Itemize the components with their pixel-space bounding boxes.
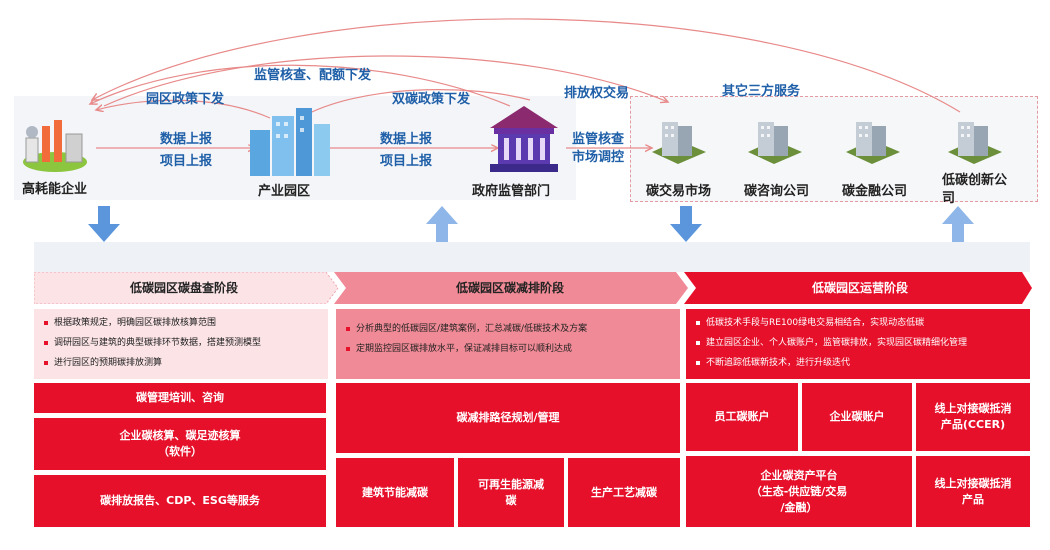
- service-carbon-training: 碳管理培训、咨询: [34, 383, 326, 413]
- service-enterprise-account: 企业碳账户: [802, 383, 912, 451]
- flow-supervise-quota: 监管核查、配额下发: [254, 68, 372, 83]
- stage-2-item: 分析典型的低碳园区/建筑案例，汇总减碳/低碳技术及方案: [346, 319, 680, 339]
- flow-project-report-2: 项目上报: [380, 154, 433, 169]
- finance-building-icon: [846, 122, 900, 164]
- stage-3-item: 低碳技术手段与RE100绿电交易相结合，实现动态低碳: [696, 313, 1030, 333]
- node-finance: 碳金融公司: [842, 184, 908, 199]
- arrow-up-icon: [426, 206, 458, 242]
- stage-1-item: 进行园区的预期碳排放测算: [44, 353, 328, 373]
- stage-1-item: 调研园区与建筑的典型碳排环节数据，搭建预测模型: [44, 333, 328, 353]
- service-carbon-report: 碳排放报告、CDP、ESG等服务: [34, 475, 326, 527]
- arrow-up-icon: [942, 206, 974, 242]
- arrow-down-icon: [670, 206, 702, 242]
- service-process-reduction: 生产工艺减碳: [568, 458, 680, 527]
- service-offset-products: 线上对接碳抵消 产品: [916, 456, 1030, 527]
- node-innovation: 低碳创新公司: [942, 173, 1008, 206]
- service-carbon-accounting: 企业碳核算、碳足迹核算 （软件）: [34, 418, 326, 470]
- service-online-ccer: 线上对接碳抵消 产品(CCER): [916, 383, 1030, 451]
- factory-icon: [23, 120, 87, 172]
- flow-project-report-1: 项目上报: [160, 154, 213, 169]
- arc-enterprise-to-exchange: [103, 55, 668, 107]
- flow-supervise-check: 监管核查: [572, 132, 625, 147]
- government-icon: [490, 106, 558, 172]
- node-consulting: 碳咨询公司: [744, 184, 810, 199]
- flow-arrows: [0, 18, 961, 200]
- flow-dual-carbon-policy: 双碳政策下发: [392, 92, 471, 107]
- buildings-icon: [250, 108, 330, 176]
- stage-2-body: 分析典型的低碳园区/建筑案例，汇总减碳/低碳技术及方案 定期监控园区碳排放水平，…: [336, 309, 680, 379]
- node-park: 产业园区: [258, 184, 311, 199]
- service-building-saving: 建筑节能减碳: [336, 458, 454, 527]
- stage-1-body: 根据政策规定，明确园区碳排放核算范围 调研园区与建筑的典型碳排环节数据，搭建预测…: [34, 309, 328, 379]
- service-renewable: 可再生能源减 碳: [458, 458, 564, 527]
- flow-market-control: 市场调控: [572, 150, 625, 165]
- service-employee-account: 员工碳账户: [686, 383, 798, 451]
- stage-3-item: 不断追踪低碳新技术，进行升级迭代: [696, 353, 1030, 373]
- stage-1-title: 低碳园区碳盘查阶段: [129, 281, 238, 295]
- stage-chevrons: [34, 272, 1032, 304]
- stage-header-bar: [34, 242, 1030, 272]
- consulting-building-icon: [748, 122, 802, 164]
- stage-2-item: 定期监控园区碳排放水平，保证减排目标可以顺利达成: [346, 339, 680, 359]
- node-government: 政府监管部门: [472, 184, 551, 199]
- arc-gov-to-enterprise-quota: [90, 64, 511, 107]
- arc-gov-to-park: [300, 89, 531, 118]
- arc-innovation-to-enterprise: [92, 18, 961, 113]
- flow-data-report-1: 数据上报: [160, 132, 213, 147]
- innovation-building-icon: [948, 122, 1002, 164]
- stage-2-title: 低碳园区碳减排阶段: [455, 281, 564, 295]
- node-exchange: 碳交易市场: [646, 184, 712, 199]
- stage-3-item: 建立园区企业、个人碳账户，监管碳排放，实现园区碳精细化管理: [696, 333, 1030, 353]
- flow-data-report-2: 数据上报: [380, 132, 433, 147]
- stage-3-body: 低碳技术手段与RE100绿电交易相结合，实现动态低碳 建立园区企业、个人碳账户，…: [686, 309, 1030, 379]
- stage-1-item: 根据政策规定，明确园区碳排放核算范围: [44, 313, 328, 333]
- flow-third-party: 其它三方服务: [722, 84, 801, 99]
- exchange-building-icon: [652, 122, 706, 164]
- service-reduction-path: 碳减排路径规划/管理: [336, 383, 680, 453]
- arc-park-to-enterprise: [96, 99, 271, 119]
- service-asset-platform: 企业碳资产平台 （生态-供应链/交易 /金融）: [686, 456, 912, 527]
- flow-emission-trade: 排放权交易: [564, 86, 630, 101]
- node-enterprise: 高耗能企业: [22, 182, 88, 197]
- arrow-down-icon: [88, 206, 120, 242]
- stage-3-title: 低碳园区运营阶段: [811, 281, 908, 295]
- flow-park-policy: 园区政策下发: [146, 92, 225, 107]
